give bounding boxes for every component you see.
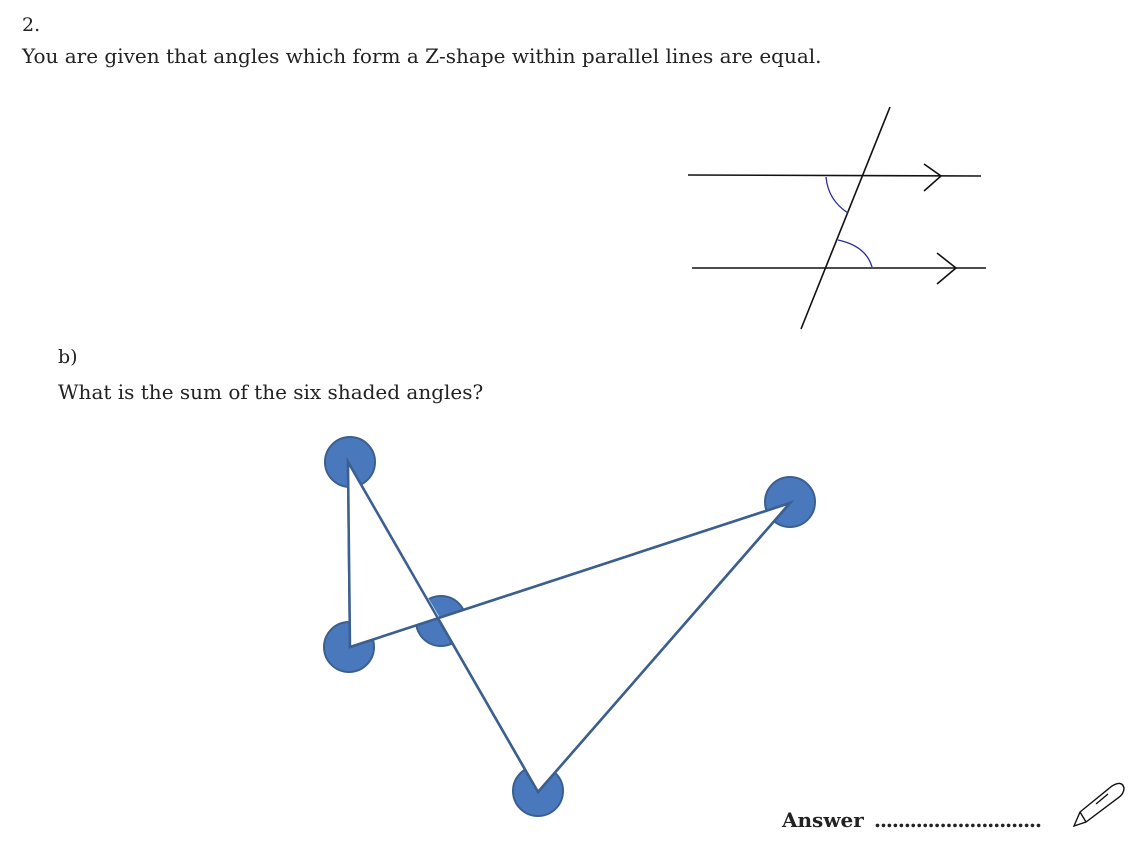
transversal-line [800,106,891,330]
part-b-question: What is the sum of the six shaded angles… [58,380,484,404]
upper-arrow-icon [923,163,943,192]
lower-arrow-icon [936,252,958,285]
upper-angle-arc [825,176,849,214]
shaded-angles-figure [323,436,816,817]
upper-parallel-line [687,174,982,177]
intro-text: You are given that angles which form a Z… [22,44,822,68]
pen-icon [1072,782,1125,828]
question-number: 2. [22,14,41,36]
answer-label: Answer [782,808,864,832]
answer-field[interactable]: ............................ [874,808,1042,832]
parallel-lines-diagram [687,106,986,330]
part-b-label: b) [58,346,78,368]
lower-angle-arc [837,239,873,268]
